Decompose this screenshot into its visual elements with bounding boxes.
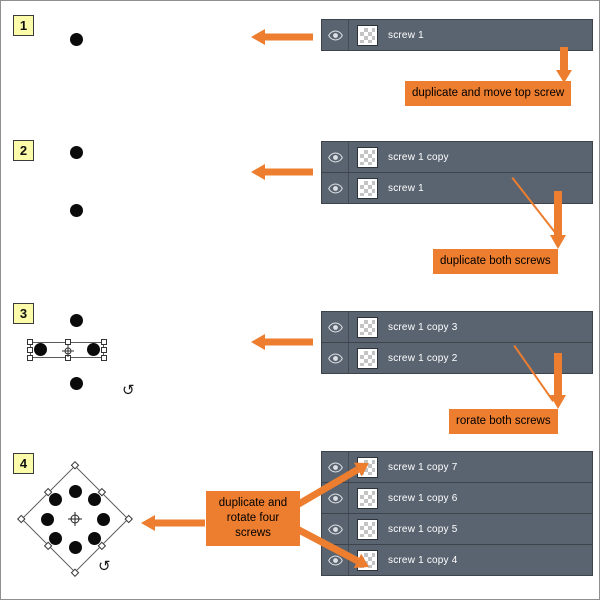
- screw-dot: [88, 532, 102, 546]
- visibility-eye-icon[interactable]: [322, 29, 348, 41]
- screw-dot: [88, 492, 102, 506]
- screw-dot: [40, 512, 54, 526]
- transform-handle[interactable]: [70, 461, 80, 470]
- divider: [348, 483, 349, 513]
- visibility-eye-icon[interactable]: [322, 492, 348, 504]
- visibility-eye-icon[interactable]: [322, 182, 348, 194]
- reference-point-icon: [62, 345, 74, 357]
- layer-row[interactable]: screw 1: [322, 20, 592, 50]
- screw-dot: [70, 146, 83, 159]
- step-number-badge: 4: [13, 453, 34, 474]
- layers-panel-step-3: screw 1 copy 3 screw 1 copy 2: [321, 311, 593, 374]
- visibility-eye-icon[interactable]: [322, 352, 348, 364]
- arrow-left-icon: [251, 163, 313, 181]
- screw-circle-group: [37, 481, 113, 557]
- layer-name: screw 1 copy 5: [388, 523, 458, 535]
- layer-name: screw 1 copy 4: [388, 554, 458, 566]
- divider: [348, 142, 349, 172]
- layer-name: screw 1: [388, 29, 424, 41]
- visibility-eye-icon[interactable]: [322, 523, 348, 535]
- divider: [348, 20, 349, 50]
- screw-dot: [87, 343, 100, 356]
- step-number-badge: 2: [13, 140, 34, 161]
- rotate-cursor-icon: ↺: [122, 382, 135, 399]
- screw-dot: [48, 532, 62, 546]
- layer-name: screw 1 copy 3: [388, 321, 458, 333]
- divider: [348, 514, 349, 544]
- step-number-badge: 1: [13, 15, 34, 36]
- layer-name: screw 1 copy: [388, 151, 449, 163]
- transform-handle[interactable]: [27, 355, 33, 361]
- layer-thumbnail[interactable]: [357, 146, 378, 168]
- layer-name: screw 1 copy 2: [388, 352, 458, 364]
- layer-row[interactable]: screw 1 copy 5: [322, 514, 592, 544]
- layer-row[interactable]: screw 1 copy 6: [322, 483, 592, 513]
- reference-point-icon: [67, 511, 83, 527]
- visibility-eye-icon[interactable]: [322, 151, 348, 163]
- layer-row[interactable]: screw 1 copy 3: [322, 312, 592, 342]
- transform-handle[interactable]: [101, 355, 107, 361]
- layer-thumbnail[interactable]: [357, 24, 378, 46]
- visibility-eye-icon[interactable]: [322, 554, 348, 566]
- transform-handle[interactable]: [65, 339, 71, 345]
- layer-thumbnail[interactable]: [357, 316, 378, 338]
- layer-row[interactable]: screw 1 copy: [322, 142, 592, 172]
- screw-dot: [70, 377, 83, 390]
- arrow-down-icon: [555, 47, 573, 83]
- transform-selection-box[interactable]: [27, 339, 107, 361]
- transform-handle[interactable]: [101, 347, 107, 353]
- step-number-badge: 3: [13, 303, 34, 324]
- layer-row[interactable]: screw 1 copy 7: [322, 452, 592, 482]
- arrow-down-icon: [549, 191, 567, 249]
- layer-row[interactable]: screw 1 copy 2: [322, 343, 592, 373]
- arrow-up-right-icon: [293, 459, 373, 509]
- arrow-left-icon: [251, 28, 313, 46]
- layer-thumbnail[interactable]: [357, 487, 378, 509]
- layer-name: screw 1 copy 7: [388, 461, 458, 473]
- layers-panel-step-1: screw 1: [321, 19, 593, 51]
- transform-handle[interactable]: [124, 514, 133, 524]
- screw-dot: [96, 512, 110, 526]
- layers-panel-step-2: screw 1 copy screw 1: [321, 141, 593, 204]
- arrow-left-icon: [251, 333, 313, 351]
- layers-panel-step-4: screw 1 copy 7 screw 1 copy 6 screw 1 co…: [321, 451, 593, 576]
- screw-dot: [68, 484, 82, 498]
- layer-row[interactable]: screw 1: [322, 173, 592, 203]
- layer-name: screw 1 copy 6: [388, 492, 458, 504]
- layer-row[interactable]: screw 1 copy 4: [322, 545, 592, 575]
- screw-dot: [34, 343, 47, 356]
- layer-name: screw 1: [388, 182, 424, 194]
- transform-handle[interactable]: [70, 568, 80, 577]
- divider: [348, 343, 349, 373]
- rotate-cursor-icon: ↺: [98, 558, 111, 575]
- screw-dot: [70, 204, 83, 217]
- arrow-left-icon: [141, 514, 205, 532]
- arrow-down-icon: [549, 353, 567, 409]
- transform-handle[interactable]: [17, 514, 26, 524]
- screw-dot: [70, 314, 83, 327]
- divider: [348, 452, 349, 482]
- screw-dot: [68, 540, 82, 554]
- layer-thumbnail[interactable]: [357, 347, 378, 369]
- transform-handle[interactable]: [27, 347, 33, 353]
- layer-thumbnail[interactable]: [357, 177, 378, 199]
- transform-handle[interactable]: [101, 339, 107, 345]
- divider: [348, 312, 349, 342]
- layer-thumbnail[interactable]: [357, 518, 378, 540]
- visibility-eye-icon[interactable]: [322, 321, 348, 333]
- screw-dot: [70, 33, 83, 46]
- divider: [348, 173, 349, 203]
- caption-box: duplicate and rotate four screws: [206, 491, 300, 546]
- caption-box: rorate both screws: [449, 409, 558, 434]
- caption-box: duplicate and move top screw: [405, 81, 572, 106]
- caption-box: duplicate both screws: [433, 249, 558, 274]
- screw-dot: [48, 492, 62, 506]
- arrow-down-right-icon: [293, 525, 373, 573]
- visibility-eye-icon[interactable]: [322, 461, 348, 473]
- transform-handle[interactable]: [27, 339, 33, 345]
